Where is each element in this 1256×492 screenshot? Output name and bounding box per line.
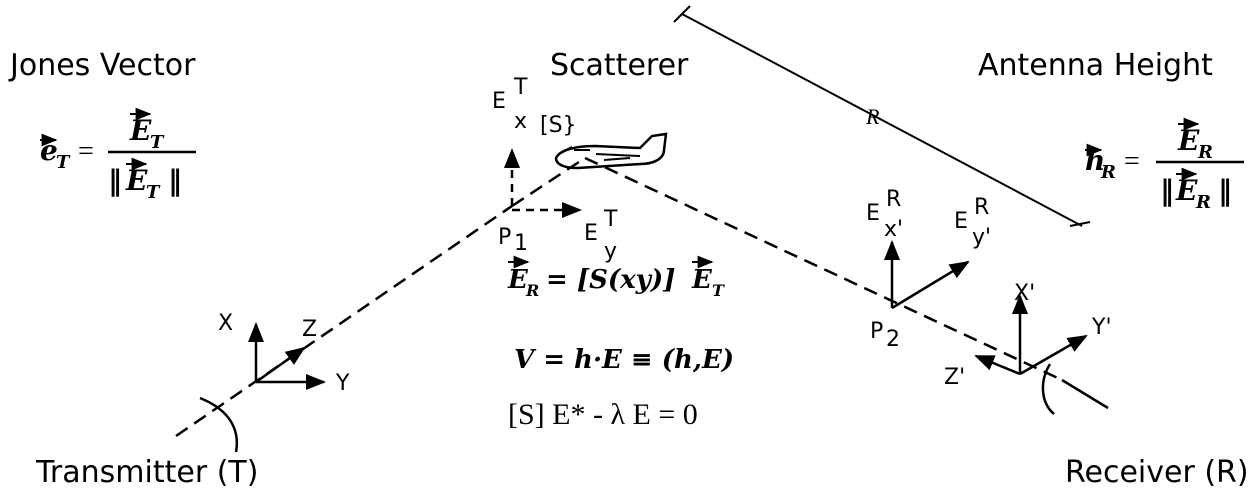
p1-label: P	[498, 225, 511, 250]
receiver-heading: Receiver (R)	[1065, 455, 1249, 490]
transmitter-heading: Transmitter (T)	[35, 455, 258, 490]
p1-sub: 1	[514, 231, 528, 256]
ey-r-sub: y'	[972, 225, 991, 250]
jones-den-close: ‖	[168, 164, 182, 197]
height-lhs-sub: R	[1100, 162, 1116, 183]
p2-label: P	[870, 319, 883, 344]
jones-vector-heading: Jones Vector	[8, 48, 196, 83]
ex-r-label: E	[866, 201, 880, 226]
jones-denominator-sub: T	[146, 182, 161, 203]
rx-y-label: Y'	[1091, 315, 1112, 340]
receiver-dish	[1041, 363, 1055, 415]
p2-sub: 2	[886, 327, 900, 352]
receive-path-end	[1061, 378, 1109, 410]
rx-y-axis	[1019, 334, 1088, 376]
jones-numerator: E	[129, 114, 152, 147]
scatter-matrix-label: [S}	[540, 113, 577, 138]
height-equals: =	[1124, 146, 1140, 177]
ey-t-sup: T	[603, 207, 618, 232]
rx-z-label: Z'	[944, 365, 965, 390]
p1-field-components: E T x E T y P 1	[492, 75, 618, 264]
distance-label: R	[865, 104, 880, 129]
jones-lhs-sub: T	[56, 152, 71, 173]
distance-tick-start	[673, 5, 691, 23]
tx-z-axis	[255, 346, 306, 384]
tx-x-label: X	[218, 311, 233, 336]
jones-numerator-sub: T	[150, 132, 165, 153]
central-equations: E R = [S(xy)] E T V = h·E ≡ (h,E) [S] E*…	[507, 255, 734, 431]
tx-y-label: Y	[335, 371, 350, 396]
ex-t-label: E	[492, 89, 506, 114]
ey-t-label: E	[584, 221, 598, 246]
rx-z-axis	[974, 354, 1021, 376]
er-e-sub: T	[712, 281, 725, 300]
er-lhs: E	[507, 265, 529, 295]
jones-denominator: E	[125, 164, 148, 197]
aircraft-cockpit	[561, 146, 573, 153]
distance-line	[681, 13, 1083, 227]
height-numerator: E	[1177, 124, 1200, 157]
transmit-path	[175, 204, 513, 438]
ex-r-sup: R	[886, 187, 901, 212]
height-den-open: ‖	[1160, 174, 1174, 207]
distance-tick-end	[1069, 221, 1091, 227]
incident-path	[511, 156, 586, 208]
distance-indicator: R	[673, 5, 1091, 227]
antenna-height-formula: h R = E R ‖ E R ‖	[1085, 117, 1244, 213]
receiver-antenna: X' Y' Z'	[944, 281, 1112, 415]
jones-den-open: ‖	[108, 164, 122, 197]
er-rhs: = [S(xy)]	[546, 265, 675, 295]
ex-t-sub: x	[514, 109, 527, 134]
rx-x-label: X'	[1014, 281, 1035, 306]
height-den-close: ‖	[1218, 174, 1232, 207]
height-numerator-sub: R	[1197, 142, 1213, 163]
ey-r-sup: R	[974, 195, 989, 220]
jones-vector-formula: e T = E T ‖ E T ‖	[40, 107, 196, 203]
ey-t-sub: y	[604, 239, 617, 264]
voltage-equation: V = h·E ≡ (h,E)	[514, 345, 734, 375]
aircraft-fuselage	[554, 132, 668, 170]
transmitter-dish	[199, 396, 239, 453]
ex-r-sub: x'	[884, 217, 903, 242]
transmitter-antenna: X Y Z	[199, 311, 350, 453]
ey-r-label: E	[954, 209, 968, 234]
p2-field-components: E R x' E R y' P 2	[866, 187, 991, 352]
aircraft-wing-lines	[574, 149, 641, 161]
ey-r-arrow	[891, 260, 970, 310]
tx-z-label: Z	[302, 317, 317, 342]
height-denominator: E	[1175, 174, 1198, 207]
er-e: E	[691, 265, 713, 295]
scatterer-heading: Scatterer	[550, 48, 689, 83]
ex-t-sup: T	[513, 75, 528, 100]
antenna-height-heading: Antenna Height	[978, 48, 1213, 83]
height-denominator-sub: R	[1195, 192, 1211, 213]
er-lhs-sub: R	[525, 281, 539, 300]
aircraft-scatterer	[554, 132, 668, 170]
eigen-equation: [S] E* - λ E = 0	[508, 398, 698, 431]
jones-equals: =	[78, 136, 94, 167]
